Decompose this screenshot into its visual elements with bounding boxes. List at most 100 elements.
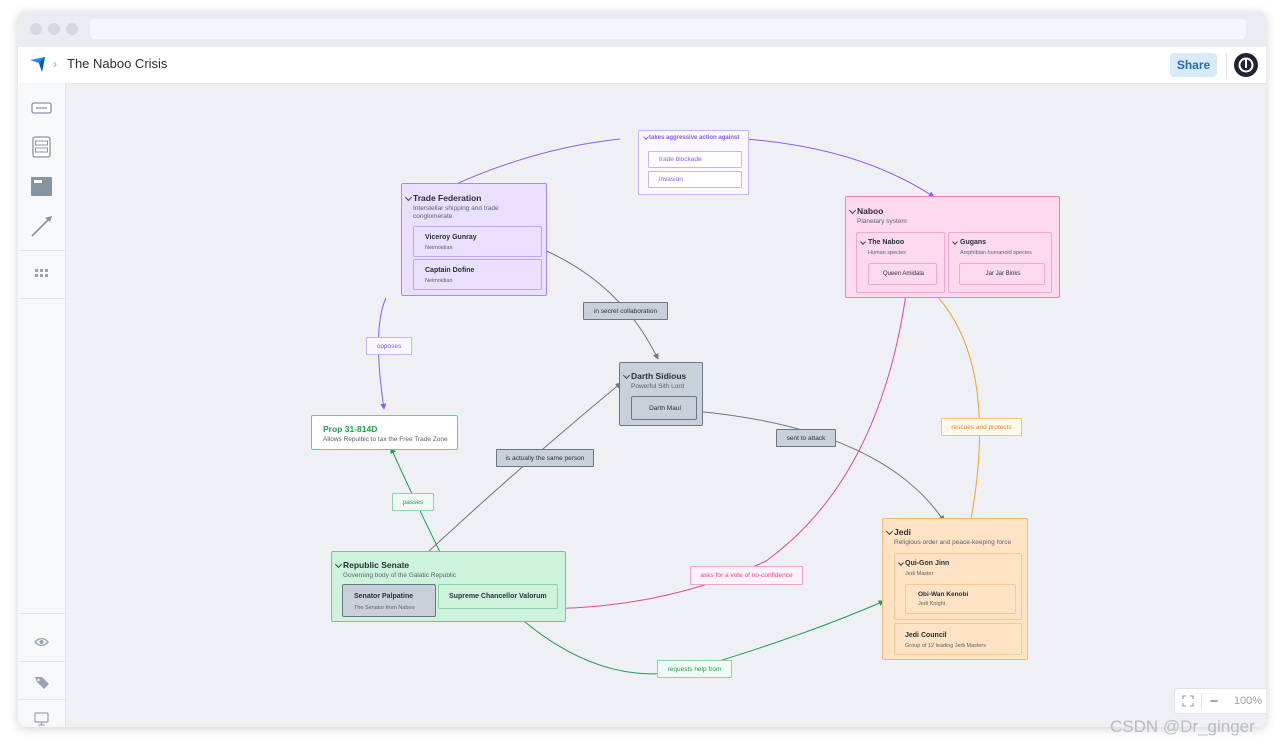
toolbar-divider bbox=[18, 250, 65, 251]
node-title: Prop 31-814D bbox=[323, 424, 378, 434]
node-title: Jedi bbox=[894, 527, 912, 537]
edge-no-confidence[interactable] bbox=[507, 286, 908, 612]
share-button[interactable]: Share bbox=[1170, 53, 1217, 77]
card-subtitle: Neimoidian bbox=[425, 245, 453, 251]
card-viceroy-gunray[interactable]: Viceroy Gunray Neimoidian bbox=[413, 226, 542, 257]
address-bar[interactable] bbox=[90, 19, 1246, 39]
card-subtitle: Amphibian humanoid species bbox=[960, 250, 1032, 256]
chevron-down-icon[interactable] bbox=[622, 371, 631, 380]
node-subtitle: Religious order and peace-keeping force bbox=[894, 539, 1012, 546]
edge-label-aggressive[interactable]: takes aggressive action against trade bl… bbox=[638, 130, 749, 195]
present-tool[interactable] bbox=[18, 699, 65, 727]
node-subtitle: Powerful Sith Lord bbox=[631, 383, 685, 390]
card-queen-amidala[interactable]: Queen Amidala bbox=[868, 263, 937, 285]
node-darth-sidious[interactable]: Darth Sidious Powerful Sith Lord Darth M… bbox=[619, 362, 703, 426]
card-title: Darth Maul bbox=[649, 405, 681, 412]
edge-item-invasion[interactable]: invasion bbox=[648, 171, 742, 188]
container-icon bbox=[31, 177, 52, 196]
app-header: › The Naboo Crisis Share bbox=[18, 47, 1266, 84]
group-the-naboo[interactable]: The Naboo Human species Queen Amidala bbox=[856, 232, 945, 293]
edge-label-secret-collaboration[interactable]: in secret collaboration bbox=[583, 302, 668, 320]
card-title: Jedi Council bbox=[905, 632, 947, 639]
toolbar-divider bbox=[18, 613, 65, 614]
card-title: Jar Jar Binks bbox=[985, 271, 1021, 277]
edge-rescues-protects[interactable] bbox=[915, 276, 981, 554]
chevron-down-icon[interactable] bbox=[952, 239, 958, 245]
chevron-down-icon[interactable] bbox=[404, 193, 413, 202]
node-naboo[interactable]: Naboo Planetary system The Naboo Human s… bbox=[845, 196, 1060, 298]
card-jar-jar-binks[interactable]: Jar Jar Binks bbox=[959, 263, 1045, 285]
edge-label-same-person[interactable]: is actually the same person bbox=[496, 449, 594, 467]
zoom-out-button[interactable]: − bbox=[1209, 692, 1219, 710]
chevron-down-icon[interactable] bbox=[860, 239, 866, 245]
card-obi-wan-kenobi[interactable]: Obi-Wan Kenobi Jedi Knight bbox=[905, 584, 1016, 614]
edge-aggressive-in[interactable] bbox=[453, 138, 621, 186]
fit-screen-icon bbox=[1182, 695, 1194, 707]
list-tool[interactable] bbox=[18, 128, 65, 166]
node-subtitle: Allows Repulbic to tax the Free Trade Zo… bbox=[323, 436, 448, 443]
edge-label-passes[interactable]: passes bbox=[392, 493, 434, 511]
grid-tool[interactable] bbox=[18, 255, 65, 293]
card-title: Supreme Chancellor Valorum bbox=[449, 593, 547, 600]
edge-aggressive-out[interactable] bbox=[730, 137, 935, 198]
fit-screen-button[interactable] bbox=[1175, 689, 1201, 713]
window-maximize-dot[interactable] bbox=[66, 23, 78, 35]
text-box-tool[interactable] bbox=[18, 89, 65, 127]
card-title: Captain Dofine bbox=[425, 267, 475, 274]
card-darth-maul[interactable]: Darth Maul bbox=[631, 396, 697, 420]
chevron-down-icon[interactable] bbox=[643, 134, 649, 140]
connector-arrow-icon bbox=[31, 216, 52, 237]
chevron-down-icon[interactable] bbox=[848, 206, 857, 215]
container-tool[interactable] bbox=[18, 167, 65, 205]
node-title: Naboo bbox=[857, 206, 884, 216]
card-title: Gugans bbox=[960, 239, 987, 246]
card-subtitle: Jedi Master bbox=[905, 571, 934, 577]
card-senator-palpatine[interactable]: Senator Palpatine The Senator from Naboo bbox=[342, 584, 436, 617]
left-toolbar bbox=[18, 83, 66, 727]
eye-icon bbox=[34, 637, 49, 647]
toolbar-divider bbox=[18, 298, 65, 299]
node-jedi[interactable]: Jedi Religious order and peace-keeping f… bbox=[882, 518, 1028, 660]
toolbar-divider bbox=[18, 699, 65, 700]
card-title: Viceroy Gunray bbox=[425, 234, 477, 241]
card-jedi-council[interactable]: Jedi Council Group of 12 leading Jedi Ma… bbox=[894, 623, 1022, 655]
edge-label-rescues-protects[interactable]: rescues and protects bbox=[941, 418, 1022, 436]
card-captain-dofine[interactable]: Captain Dofine Neimoidian bbox=[413, 259, 542, 290]
node-trade-federation[interactable]: Trade Federation Interstellar shipping a… bbox=[401, 183, 547, 296]
connector-tool[interactable] bbox=[18, 206, 65, 244]
page-title[interactable]: The Naboo Crisis bbox=[67, 56, 168, 71]
card-supreme-chancellor-valorum[interactable]: Supreme Chancellor Valorum bbox=[438, 584, 558, 609]
card-subtitle: Jedi Knight bbox=[918, 601, 946, 607]
node-title: Darth Sidious bbox=[631, 371, 687, 381]
group-gugans[interactable]: Gugans Amphibian humanoid species Jar Ja… bbox=[948, 232, 1052, 293]
window-minimize-dot[interactable] bbox=[48, 23, 60, 35]
edge-label-opposes[interactable]: opposes bbox=[366, 337, 412, 355]
window-close-dot[interactable] bbox=[30, 23, 42, 35]
avatar[interactable] bbox=[1234, 53, 1258, 77]
chevron-down-icon[interactable] bbox=[885, 527, 894, 536]
node-title: Trade Federation bbox=[413, 193, 482, 203]
edge-secret-collaboration[interactable] bbox=[541, 248, 659, 360]
app-logo-icon[interactable] bbox=[30, 57, 46, 73]
card-title: Senator Palpatine bbox=[354, 593, 414, 600]
edge-label-sent-to-attack[interactable]: sent to attack bbox=[776, 429, 836, 447]
chevron-down-icon[interactable] bbox=[334, 560, 343, 569]
node-prop-31-814d[interactable]: Prop 31-814D Allows Repulbic to tax the … bbox=[311, 415, 458, 450]
edge-label-requests-help[interactable]: requests help from bbox=[657, 660, 732, 678]
browser-titlebar bbox=[18, 11, 1266, 47]
grid-icon bbox=[35, 269, 48, 277]
edge-sent-to-attack[interactable] bbox=[693, 410, 945, 522]
node-subtitle: Interstellar shipping and trade conglome… bbox=[413, 205, 499, 220]
edge-item-trade-blockade[interactable]: trade blockade bbox=[648, 151, 742, 168]
node-republic-senate[interactable]: Republic Senate Governing body of the Ga… bbox=[331, 551, 566, 622]
watermark: CSDN @Dr_ginger bbox=[1110, 717, 1255, 736]
diagram-canvas[interactable]: takes aggressive action against trade bl… bbox=[66, 83, 1266, 727]
edge-label-no-confidence[interactable]: asks for a vote of no-confidence bbox=[690, 566, 803, 585]
tags-tool[interactable] bbox=[18, 663, 65, 701]
chevron-down-icon[interactable] bbox=[898, 560, 904, 566]
node-title: Republic Senate bbox=[343, 560, 410, 570]
visibility-tool[interactable] bbox=[18, 623, 65, 661]
breadcrumb-separator: › bbox=[53, 57, 57, 71]
group-qui-gon-jinn[interactable]: Qui-Gon Jinn Jedi Master Obi-Wan Kenobi … bbox=[894, 553, 1022, 620]
card-title: The Naboo bbox=[868, 239, 905, 246]
